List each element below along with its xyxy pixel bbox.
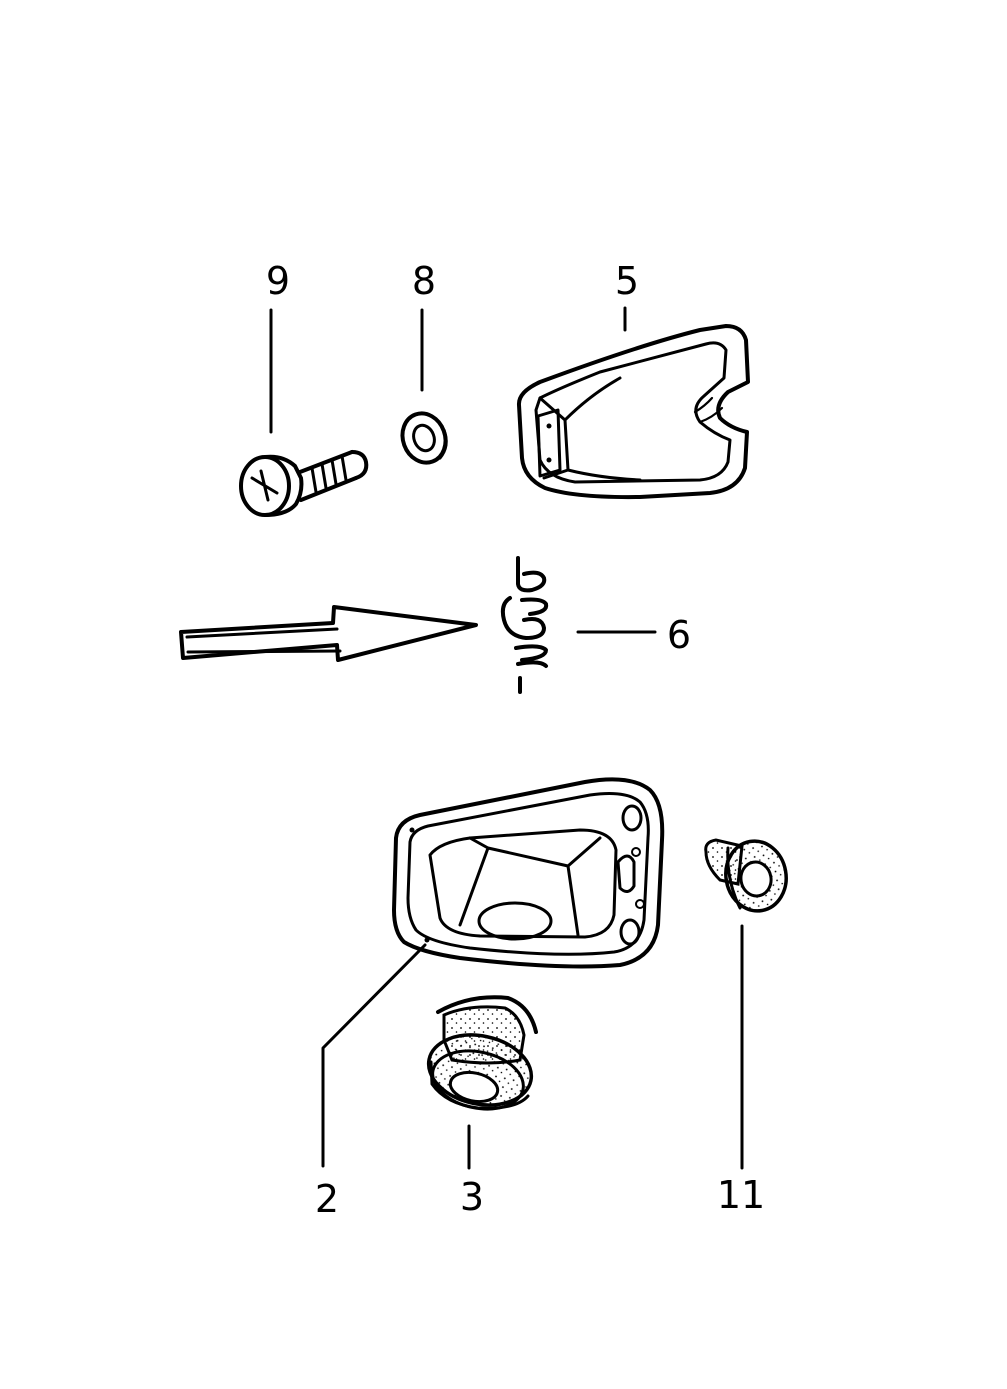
plug-icon — [704, 838, 788, 913]
leader-lines — [269, 306, 744, 1170]
callout-labels: 9 8 5 6 2 3 11 — [266, 259, 765, 1221]
lamp-cover-icon — [516, 324, 750, 500]
grommet-icon — [426, 995, 538, 1111]
callout-2: 2 — [315, 1177, 339, 1221]
arrow-icon — [179, 605, 478, 662]
callout-5: 5 — [615, 259, 639, 303]
washer-icon — [400, 411, 448, 465]
callout-6: 6 — [667, 613, 691, 657]
callout-8: 8 — [412, 259, 436, 303]
callout-9: 9 — [266, 259, 290, 303]
callout-11: 11 — [717, 1173, 765, 1217]
screw-icon — [239, 450, 369, 517]
spring-icon — [500, 556, 549, 694]
callout-3: 3 — [460, 1175, 484, 1219]
leader-2 — [321, 943, 427, 1168]
lamp-housing-icon — [392, 777, 665, 969]
